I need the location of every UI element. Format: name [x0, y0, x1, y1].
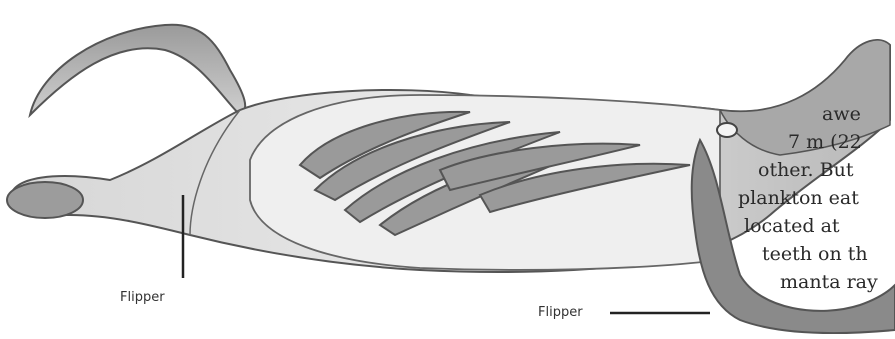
text-line: 7 m (22 — [788, 128, 862, 156]
text-line: teeth on th — [762, 240, 868, 268]
eye — [717, 123, 737, 137]
text-line: located at — [744, 212, 840, 240]
text-line: awe — [822, 100, 861, 128]
text-line: other. But — [758, 156, 853, 184]
text-line: plankton eat — [738, 184, 859, 212]
upper-left-fin — [30, 25, 245, 115]
left-flipper-tip — [7, 182, 83, 218]
text-line: manta ray — [780, 268, 878, 296]
flipper-label-right: Flipper — [538, 305, 583, 320]
flipper-label-left: Flipper — [120, 290, 165, 305]
